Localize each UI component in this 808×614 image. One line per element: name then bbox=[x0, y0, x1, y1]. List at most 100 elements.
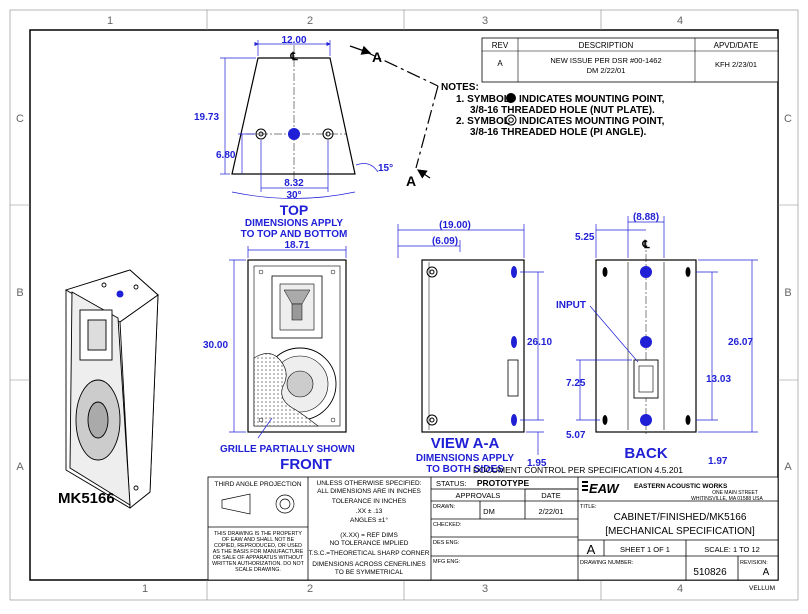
input-label: INPUT bbox=[556, 300, 586, 311]
zone-col-2-bottom: 2 bbox=[307, 583, 313, 595]
top-view-title: TOP bbox=[280, 202, 309, 218]
back-mount-top-icon bbox=[640, 266, 652, 278]
mount-hole-nut-plate-icon bbox=[288, 128, 300, 140]
title-block bbox=[207, 476, 779, 581]
note1-b: INDICATES MOUNTING POINT, bbox=[519, 94, 665, 105]
dim-side-bottom: 1.95 bbox=[527, 458, 547, 469]
dim-back-width: (8.88) bbox=[633, 212, 659, 223]
back-centerline-symbol: ℄ bbox=[641, 239, 650, 251]
symmetry-line-1: DIMENSIONS ACROSS CENERLINES bbox=[312, 561, 426, 568]
dim-top-rear-width: 8.32 bbox=[284, 178, 304, 189]
mount-nut-plate-icon bbox=[506, 93, 516, 103]
dim-front-height: 30.00 bbox=[203, 340, 228, 351]
approvals-header: APPROVALS bbox=[456, 491, 501, 500]
ref-dims: (X.XX) = REF DIMS bbox=[340, 532, 398, 539]
dim-side-height: 26.10 bbox=[527, 337, 552, 348]
zone-col-2: 2 bbox=[307, 15, 313, 27]
side-mount-hole-icon bbox=[426, 414, 438, 426]
side-view: (19.00) (6.09) 26.10 1.95 VIEW A-A DIMEN… bbox=[397, 220, 552, 475]
note2-c: 3/8-16 THREADED HOLE (PI ANGLE). bbox=[470, 127, 647, 138]
rev-row-desc-1: NEW ISSUE PER DSR #00-1462 bbox=[550, 56, 661, 65]
drawing-number-label: DRAWING NUMBER: bbox=[580, 560, 634, 566]
dim-top-depth: 19.73 bbox=[194, 112, 219, 123]
note2-b: INDICATES MOUNTING POINT, bbox=[519, 116, 665, 127]
grille-section bbox=[253, 353, 319, 427]
company-logo-text: EAW bbox=[589, 481, 620, 496]
zone-col-1-bottom: 1 bbox=[142, 583, 148, 595]
doc-control-note: DOCUMENT CONTROL PER SPECIFICATION 4.5.2… bbox=[473, 465, 683, 475]
title-label: TITLE: bbox=[580, 504, 597, 510]
zone-col-3-bottom: 3 bbox=[482, 583, 488, 595]
title-line-2: [MECHANICAL SPECIFICATION] bbox=[605, 526, 755, 537]
input-panel bbox=[633, 359, 659, 399]
eaw-logo: EAW bbox=[582, 481, 620, 496]
zone-col-4-bottom: 4 bbox=[677, 583, 683, 595]
mount-hole-pi-angle-icon bbox=[255, 128, 267, 140]
company-address-2: WHITINSVILLE, MA 01588 USA bbox=[691, 496, 763, 502]
company-address-1: ONE MAIN STREET bbox=[712, 490, 758, 496]
zone-labels: 1 2 3 4 1 2 3 4 C B A C B A bbox=[16, 15, 792, 595]
note1-a: 1. SYMBOL bbox=[456, 94, 510, 105]
side-view-title: VIEW A-A bbox=[431, 435, 500, 452]
property-line-5: OR SALE OF APPARATUS WITHOUT bbox=[213, 555, 304, 561]
property-line-6: WRITTEN AUTHORIZATION. DO NOT bbox=[212, 561, 304, 567]
dim-back-input: 7.25 bbox=[566, 378, 586, 389]
front-view: 18.71 30.00 GRILLE PARTIALLY SHOWN FRONT bbox=[203, 240, 355, 473]
no-tolerance: NO TOLERANCE IMPLIED bbox=[330, 540, 409, 547]
sheet-count: SHEET 1 OF 1 bbox=[620, 545, 670, 554]
tolerance-xx: .XX ± .13 bbox=[356, 508, 383, 515]
dim-top-width: 12.00 bbox=[281, 35, 306, 46]
rev-header-desc: DESCRIPTION bbox=[579, 41, 634, 50]
dim-back-bottom-left: 5.07 bbox=[566, 430, 586, 441]
iso-view-cabinet bbox=[64, 269, 159, 509]
property-line-1: THIS DRAWING IS THE PROPERTY bbox=[214, 531, 302, 537]
top-view: 12.00 ℄ 19.73 6.80 8.32 30° 15° A A TOP … bbox=[194, 35, 439, 240]
zone-row-a: A bbox=[16, 461, 24, 473]
back-view: 5.25 (8.88) ℄ INPUT 26.07 13.03 7.25 5.0… bbox=[556, 212, 758, 467]
tolerance-angles: ANGLES ±1° bbox=[350, 516, 388, 524]
zone-col-4: 4 bbox=[677, 15, 683, 27]
notes: NOTES: 1. SYMBOL INDICATES MOUNTING POIN… bbox=[441, 82, 665, 138]
dim-back-height: 26.07 bbox=[728, 337, 753, 348]
side-view-subtitle-2: TO BOTH SIDES bbox=[426, 464, 504, 475]
top-view-subtitle-2: TO TOP AND BOTTOM bbox=[241, 229, 348, 240]
mfg-eng-label: MFG ENG: bbox=[433, 559, 461, 565]
rev-header-rev: REV bbox=[492, 41, 509, 50]
tolerance-line-2: ALL DIMENSIONS ARE IN INCHES bbox=[317, 488, 421, 495]
back-view-title: BACK bbox=[624, 445, 667, 462]
tolerance-title: TOLERANCE IN INCHES bbox=[332, 498, 407, 505]
revision-value: A bbox=[763, 567, 770, 578]
dim-back-bottom-right: 1.97 bbox=[708, 456, 728, 467]
zone-row-a-right: A bbox=[784, 461, 792, 473]
zone-row-c-right: C bbox=[784, 113, 792, 125]
zone-col-3: 3 bbox=[482, 15, 488, 27]
dim-back-left: 5.25 bbox=[575, 232, 595, 243]
section-mark-a-top: A bbox=[372, 49, 382, 65]
dim-back-mid: 13.03 bbox=[706, 374, 731, 385]
scale: SCALE: 1 TO 12 bbox=[704, 545, 760, 554]
revision-label: REVISION: bbox=[740, 560, 768, 566]
top-view-subtitle-1: DIMENSIONS APPLY bbox=[245, 218, 343, 229]
drawn-date: 2/22/01 bbox=[538, 507, 563, 516]
date-header: DATE bbox=[541, 491, 560, 500]
rev-row-desc-2: DM 2/22/01 bbox=[587, 66, 626, 75]
note1-c: 3/8-16 THREADED HOLE (NUT PLATE). bbox=[470, 105, 655, 116]
projection-label: THIRD ANGLE PROJECTION bbox=[214, 481, 301, 488]
rev-header-apvd: APVD/DATE bbox=[714, 41, 759, 50]
side-view-subtitle-1: DIMENSIONS APPLY bbox=[416, 453, 514, 464]
dim-side-offset: (6.09) bbox=[432, 236, 458, 247]
section-line-a bbox=[349, 45, 439, 179]
section-mark-a-bottom: A bbox=[406, 173, 416, 189]
status-label: STATUS: bbox=[436, 479, 467, 488]
checked-label: CHECKED: bbox=[433, 522, 462, 528]
drawn-label: DRAWN: bbox=[433, 504, 456, 510]
notes-title: NOTES: bbox=[441, 82, 479, 93]
revision-table: REV DESCRIPTION APVD/DATE A NEW ISSUE PE… bbox=[481, 37, 779, 83]
drawn-by: DM bbox=[483, 507, 495, 516]
rev-row-rev: A bbox=[497, 59, 503, 68]
symmetry-line-2: TO BE SYMMETRICAL bbox=[335, 569, 404, 576]
dim-top-angle-15: 15° bbox=[378, 163, 393, 174]
mount-pi-angle-icon bbox=[505, 114, 517, 126]
grille-note: GRILLE PARTIALLY SHOWN bbox=[220, 444, 355, 455]
